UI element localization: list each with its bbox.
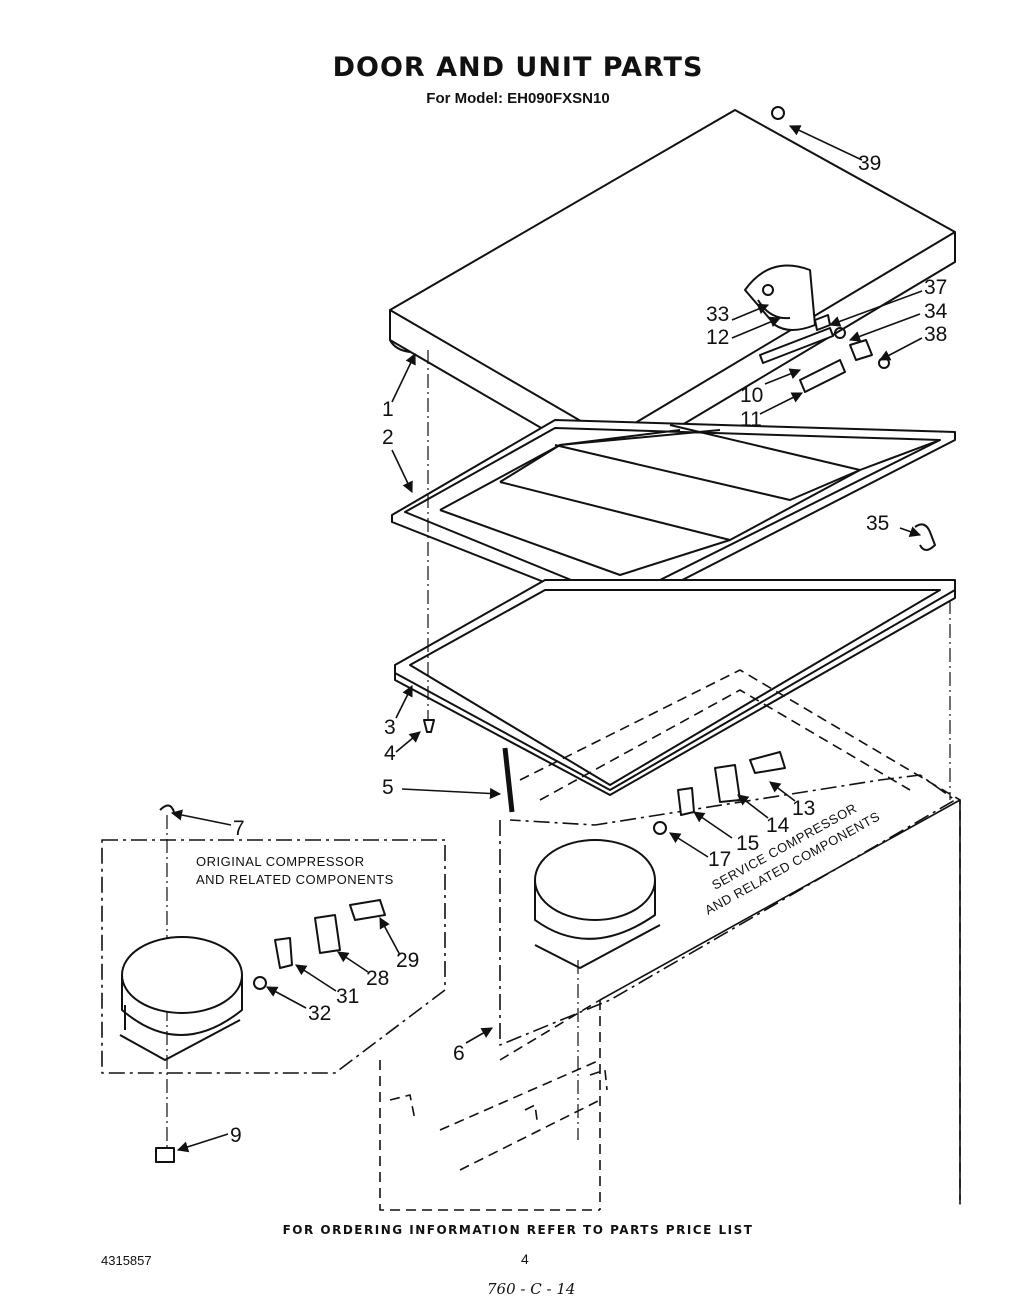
callout-39: 39 bbox=[858, 152, 881, 175]
part-5-rod bbox=[502, 747, 515, 813]
model-subtitle: For Model: EH090FXSN10 bbox=[426, 90, 610, 107]
door-lid bbox=[389, 106, 956, 469]
document-number: 4315857 bbox=[101, 1253, 152, 1268]
handwritten-note: 760 - C - 14 bbox=[487, 1280, 576, 1298]
original-compressor-box bbox=[101, 839, 446, 1074]
callout-10: 10 bbox=[740, 384, 763, 407]
callout-3: 3 bbox=[384, 716, 396, 739]
service-compressor-box bbox=[499, 751, 956, 1046]
ordering-note: FOR ORDERING INFORMATION REFER TO PARTS … bbox=[282, 1223, 754, 1237]
part-9-grommet bbox=[155, 1147, 175, 1163]
part-4-screw bbox=[423, 719, 435, 733]
callout-4: 4 bbox=[384, 742, 396, 765]
original-box-label-line1: ORIGINAL COMPRESSOR bbox=[196, 854, 365, 869]
callout-1: 1 bbox=[382, 398, 394, 421]
callout-6: 6 bbox=[453, 1042, 465, 1065]
leader-lines bbox=[170, 125, 923, 1153]
callout-31: 31 bbox=[336, 985, 359, 1008]
guide-lines bbox=[166, 350, 951, 1150]
page-number: 4 bbox=[521, 1251, 529, 1267]
callout-28: 28 bbox=[366, 967, 389, 990]
callout-35: 35 bbox=[866, 512, 889, 535]
original-box-label-line2: AND RELATED COMPONENTS bbox=[196, 872, 394, 887]
callout-15: 15 bbox=[736, 832, 759, 855]
callout-38: 38 bbox=[924, 323, 947, 346]
door-gasket bbox=[394, 523, 956, 796]
page-title: DOOR AND UNIT PARTS bbox=[332, 52, 704, 83]
callout-17: 17 bbox=[708, 848, 731, 871]
door-liner bbox=[391, 419, 956, 613]
callout-13: 13 bbox=[792, 797, 815, 820]
callout-37: 37 bbox=[924, 276, 947, 299]
callout-9: 9 bbox=[230, 1124, 242, 1147]
callout-33: 33 bbox=[706, 303, 729, 326]
callout-14: 14 bbox=[766, 814, 790, 837]
callout-2: 2 bbox=[382, 426, 394, 449]
callout-34: 34 bbox=[924, 300, 948, 323]
cabinet-side bbox=[599, 799, 961, 1200]
callout-7: 7 bbox=[233, 817, 245, 840]
callout-5: 5 bbox=[382, 776, 394, 799]
part-7-clip bbox=[159, 804, 175, 813]
callout-12: 12 bbox=[706, 326, 729, 349]
callout-11: 11 bbox=[740, 408, 762, 431]
callout-32: 32 bbox=[308, 1002, 331, 1025]
callout-29: 29 bbox=[396, 949, 419, 972]
